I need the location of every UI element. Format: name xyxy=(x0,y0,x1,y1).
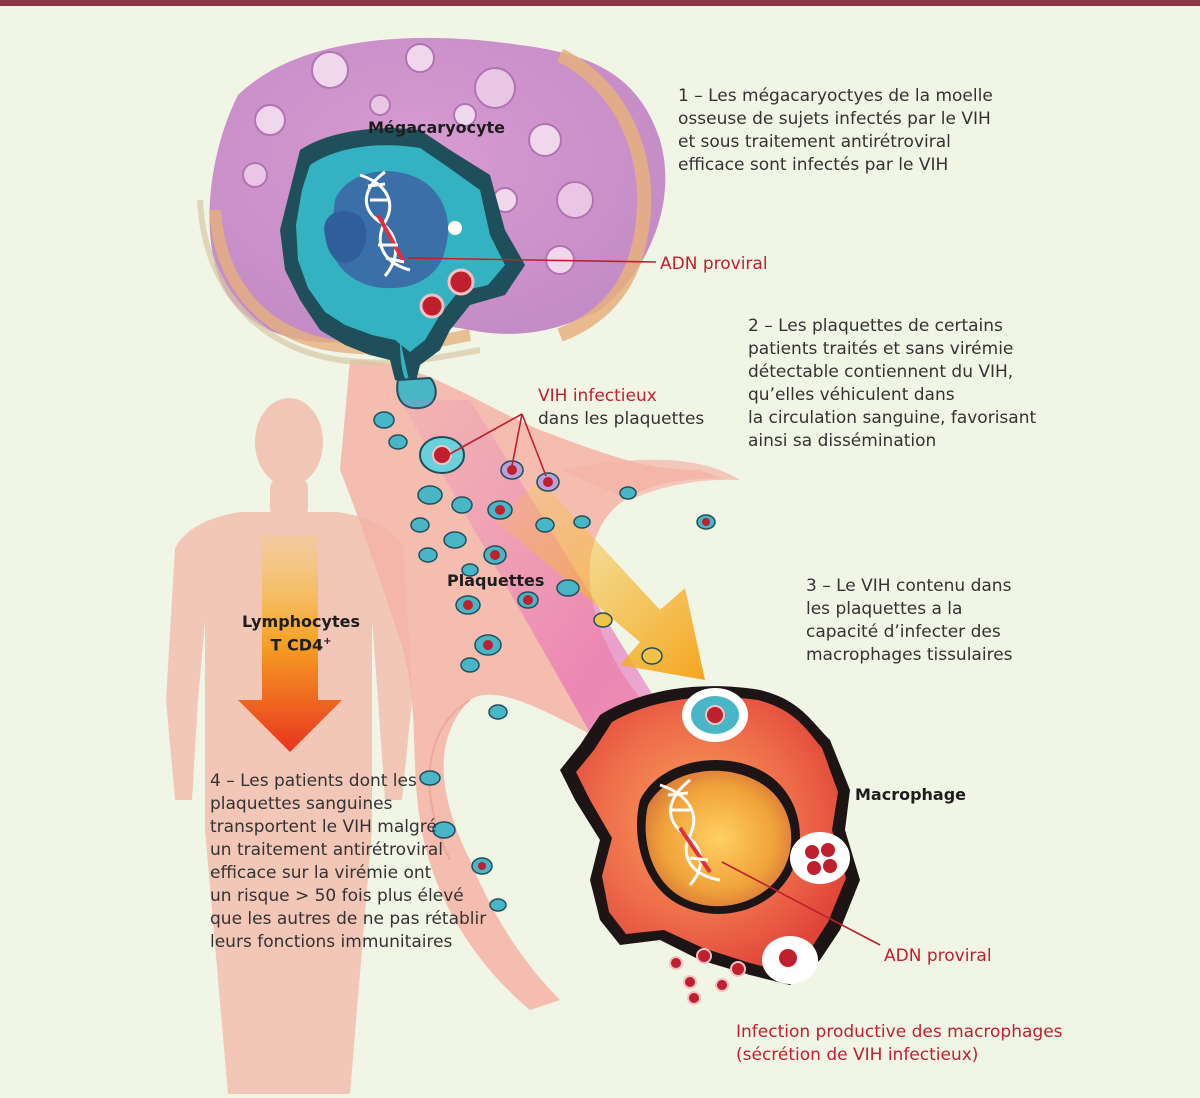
label-lymphocytes-line2: T CD4+ xyxy=(242,632,360,655)
callout-vih-infectieux: VIH infectieux dans les plaquettes xyxy=(538,385,704,431)
label-megakaryocyte: Mégacaryocyte xyxy=(368,118,506,137)
top-bar xyxy=(0,0,1200,6)
step-2-line: 2 – Les plaquettes de certains xyxy=(748,316,1003,336)
step-4-line: transportent le VIH malgré xyxy=(210,817,437,837)
step-1-line: 1 – Les mégacaryoctyes de la moelle xyxy=(678,86,993,106)
callout-infection-line2: (sécrétion de VIH infectieux) xyxy=(736,1045,979,1065)
dna-helix-icon xyxy=(359,170,411,277)
step-1-line: efficace sont infectés par le VIH xyxy=(678,155,949,175)
step-1-line: osseuse de sujets infectés par le VIH xyxy=(678,109,991,129)
leader-lines xyxy=(407,257,881,946)
callout-vih-infectieux-line1: VIH infectieux xyxy=(538,386,657,406)
label-lymphocytes-text: T CD4 xyxy=(270,635,324,655)
step-1-line: et sous traitement antirétroviral xyxy=(678,132,951,152)
step-4-line: un traitement antirétroviral xyxy=(210,840,443,860)
human-silhouette xyxy=(166,398,412,1094)
step-1-text: 1 – Les mégacaryoctyes de la moelle osse… xyxy=(678,85,993,177)
step-2-line: qu’elles véhiculent dans xyxy=(748,385,955,405)
macrophage-cell xyxy=(560,686,860,985)
step-4-line: plaquettes sanguines xyxy=(210,794,393,814)
vih-particle xyxy=(419,293,445,319)
label-lymphocytes: Lymphocytes T CD4+ xyxy=(242,612,360,655)
step-2-line: ainsi sa dissémination xyxy=(748,431,937,451)
step-4-text: 4 – Les patients dont les plaquettes san… xyxy=(210,770,486,954)
step-2-line: patients traités et sans virémie xyxy=(748,339,1014,359)
step-4-line: que les autres de ne pas rétablir xyxy=(210,909,487,929)
label-macrophage: Macrophage xyxy=(855,785,967,804)
step-4-line: 4 – Les patients dont les xyxy=(210,771,417,791)
step-3-line: macrophages tissulaires xyxy=(806,645,1013,665)
step-2-text: 2 – Les plaquettes de certains patients … xyxy=(748,315,1036,453)
callout-adn-proviral-top: ADN proviral xyxy=(660,254,768,274)
step-4-line: leurs fonctions immunitaires xyxy=(210,932,453,952)
step-2-line: détectable contiennent du VIH, xyxy=(748,362,1014,382)
step-4-line: efficace sur la virémie ont xyxy=(210,863,432,883)
callout-infection-line1: Infection productive des macrophages xyxy=(736,1022,1063,1042)
dna-helix-icon xyxy=(659,778,721,886)
platelets xyxy=(373,411,716,912)
secreted-vih xyxy=(669,948,746,1005)
step-3-line: capacité d’infecter des xyxy=(806,622,1001,642)
lymphocyte-arrow-icon xyxy=(238,535,342,752)
step-2-line: la circulation sanguine, favorisant xyxy=(748,408,1037,428)
label-platelets: Plaquettes xyxy=(447,571,545,590)
step-3-line: les plaquettes a la xyxy=(806,599,963,619)
label-lymphocytes-line1: Lymphocytes xyxy=(242,612,360,631)
callout-infection-productive: Infection productive des macrophages (sé… xyxy=(736,1021,1063,1067)
step-3-text: 3 – Le VIH contenu dans les plaquettes a… xyxy=(806,575,1013,667)
step-3-line: 3 – Le VIH contenu dans xyxy=(806,576,1012,596)
callout-adn-proviral-bottom: ADN proviral xyxy=(884,946,992,966)
step-4-line: un risque > 50 fois plus élevé xyxy=(210,886,464,906)
callout-vih-infectieux-line2: dans les plaquettes xyxy=(538,409,705,429)
label-lymphocytes-sup: + xyxy=(323,636,332,647)
vih-particle xyxy=(447,268,475,296)
